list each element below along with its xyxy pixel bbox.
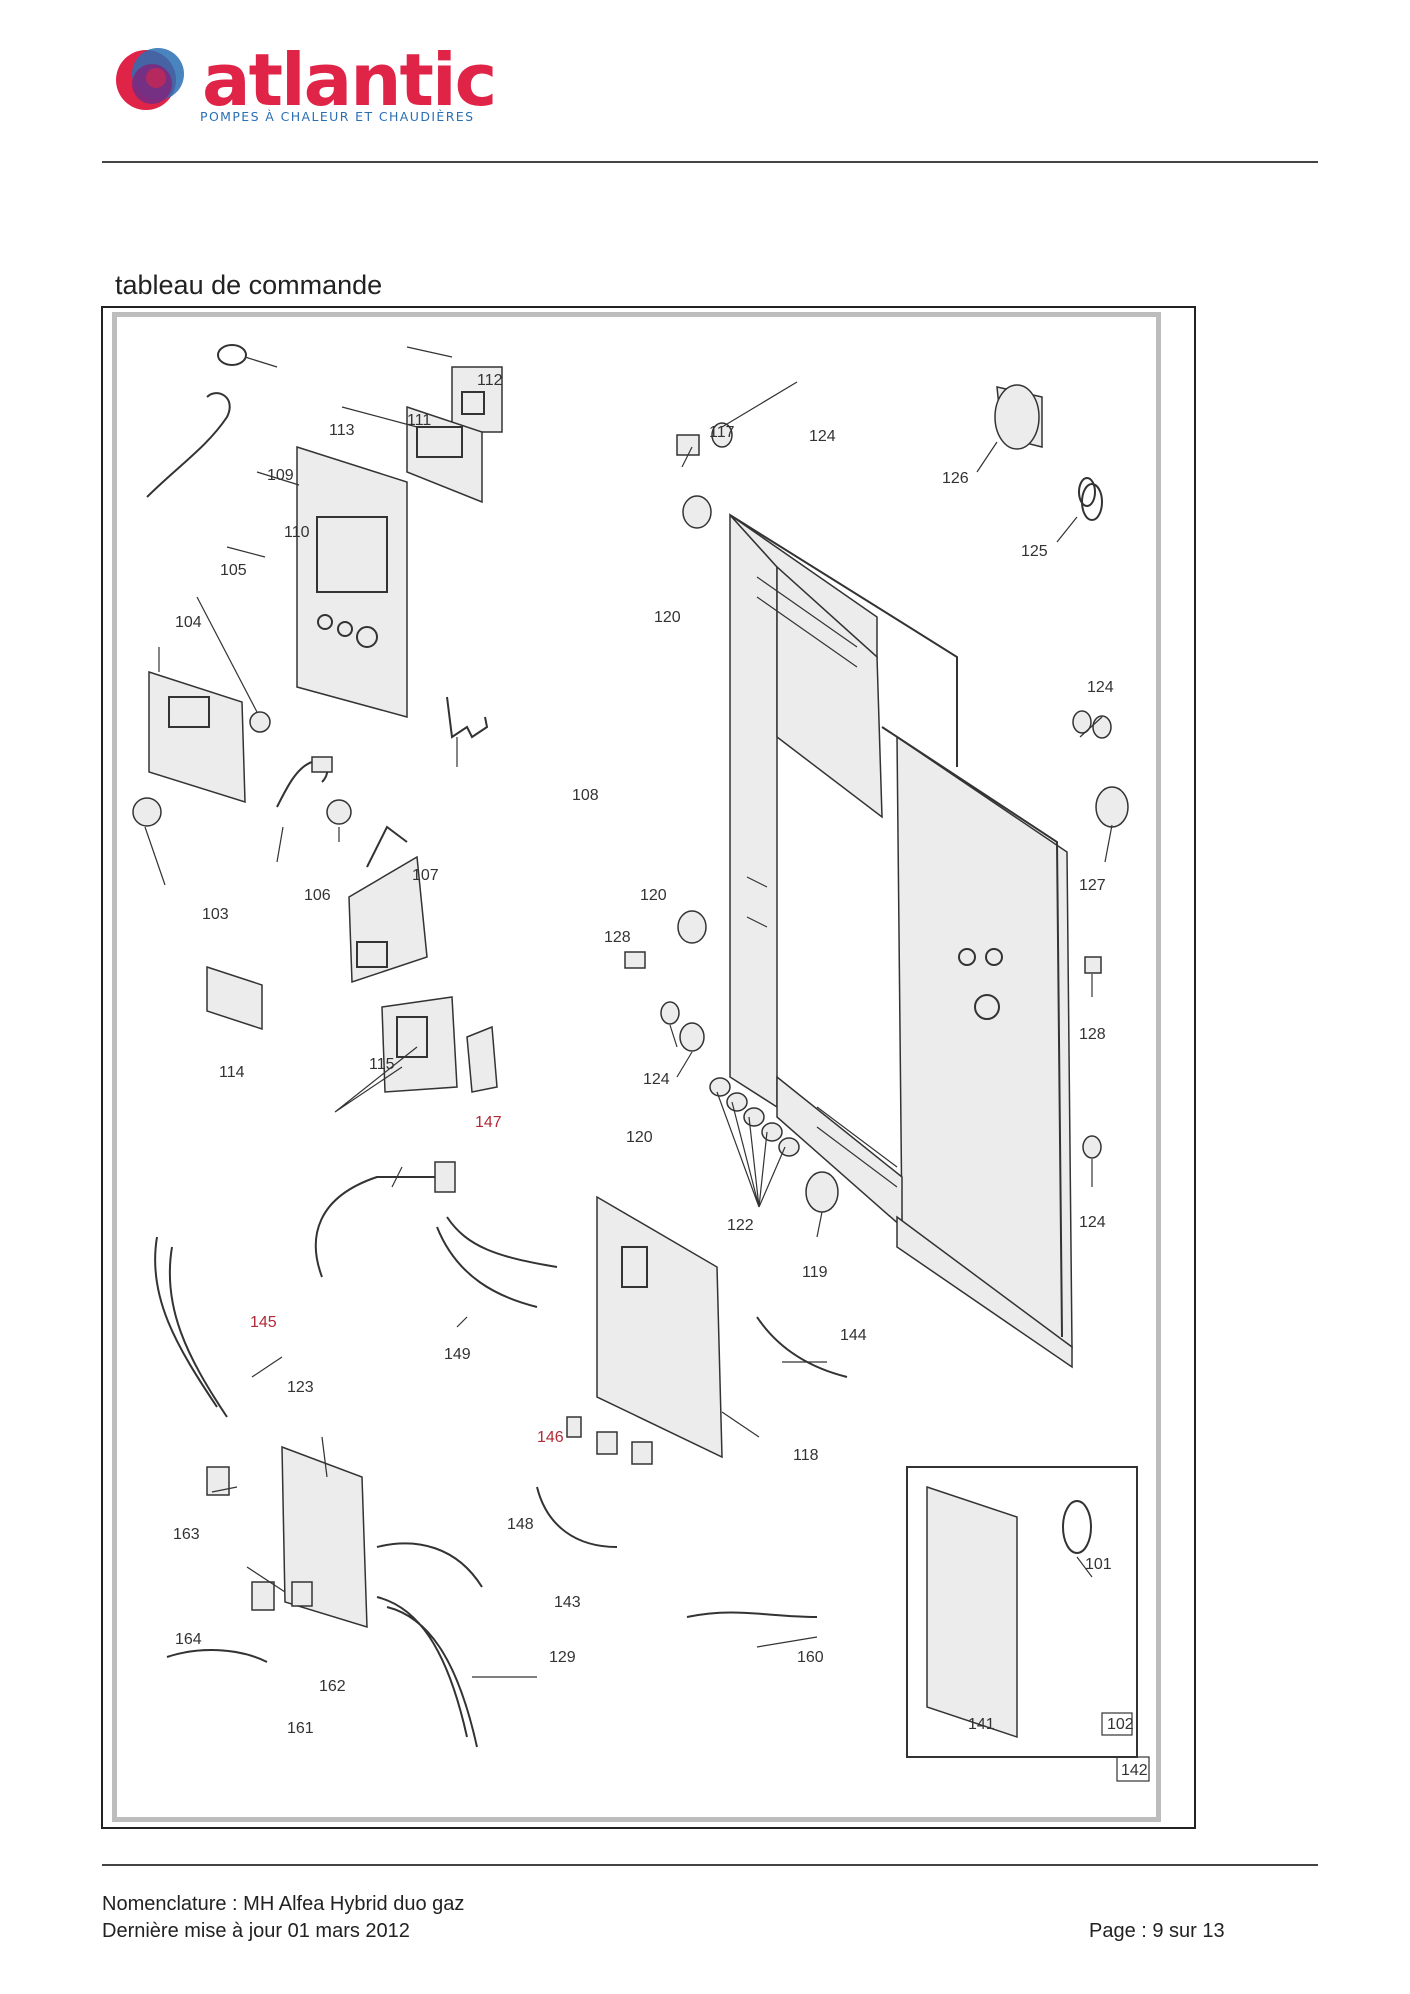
- label-161: 161: [287, 1720, 314, 1737]
- label-115: 115: [369, 1056, 395, 1073]
- part-111-display: [406, 405, 483, 504]
- label-120c: 120: [626, 1129, 653, 1146]
- part-147-harness: [314, 1161, 456, 1278]
- label-110: 110: [284, 524, 310, 541]
- section-title: tableau de commande: [115, 270, 383, 300]
- label-123: 123: [287, 1379, 314, 1396]
- label-148: 148: [507, 1516, 534, 1533]
- label-160: 160: [797, 1649, 824, 1666]
- label-149: 149: [444, 1346, 471, 1363]
- part-126-cover: [994, 384, 1043, 450]
- label-122: 122: [727, 1217, 754, 1234]
- part-161-cable: [166, 1649, 268, 1663]
- part-143-harness: [376, 1542, 483, 1588]
- label-124d: 124: [1079, 1214, 1106, 1231]
- label-128a: 128: [604, 929, 631, 946]
- part-107-knob: [326, 799, 352, 825]
- part-102-board-inset: [906, 1466, 1138, 1758]
- exploded-parts-diagram: 112 113 111 109 110 105 104 108 106 107 …: [132, 344, 1150, 1782]
- label-124a: 124: [809, 428, 836, 445]
- label-120a: 120: [640, 887, 667, 904]
- leader-lines: [144, 346, 1113, 1678]
- label-126: 126: [942, 470, 969, 487]
- part-120-glands: [677, 495, 712, 1052]
- label-104: 104: [175, 614, 202, 631]
- part-128-clips: [624, 951, 1102, 974]
- diagram-inner-frame: [112, 312, 1161, 1822]
- part-labels: 112 113 111 109 110 105 104 108 106 107 …: [173, 372, 1150, 1782]
- label-101: 101: [1085, 1556, 1112, 1573]
- label-111: 111: [407, 412, 431, 429]
- label-162: 162: [319, 1678, 346, 1695]
- part-124-grommets: [660, 422, 1112, 1159]
- part-113-cable: [217, 344, 278, 368]
- label-163: 163: [173, 1526, 200, 1543]
- part-106-sensor: [276, 756, 333, 808]
- label-114: 114: [219, 1064, 245, 1081]
- label-125: 125: [1021, 543, 1048, 560]
- part-105-knob: [249, 711, 271, 733]
- label-103: 103: [202, 906, 229, 923]
- label-112: 112: [477, 372, 503, 389]
- label-124c: 124: [643, 1071, 670, 1088]
- part-114-terminal-block: [206, 965, 263, 1031]
- part-115-relay-boxes: [348, 825, 498, 1093]
- footer-last-updated: Dernière mise à jour 01 mars 2012: [102, 1920, 410, 1942]
- part-145-harness: [154, 1236, 228, 1418]
- part-118-main-board: [596, 1195, 723, 1459]
- label-145: 145: [250, 1314, 277, 1331]
- label-146: 146: [537, 1429, 564, 1446]
- logo-wordmark: atlantic: [202, 38, 497, 122]
- label-143: 143: [554, 1594, 581, 1611]
- label-120b: 120: [654, 609, 681, 626]
- part-162-connector: [291, 1581, 313, 1607]
- label-102: 102: [1107, 1716, 1134, 1733]
- label-124b: 124: [1087, 679, 1114, 696]
- label-144: 144: [840, 1327, 867, 1344]
- logo-tagline: POMPES À CHALEUR ET CHAUDIÈRES: [200, 109, 475, 124]
- label-108: 108: [572, 787, 599, 804]
- footer-page-number: Page : 9 sur 13: [1089, 1920, 1225, 1942]
- logo-mark-icon: [116, 48, 184, 110]
- label-141: 141: [968, 1716, 995, 1733]
- part-148-cable: [536, 1486, 618, 1548]
- label-164: 164: [175, 1631, 202, 1648]
- part-164-connector: [251, 1581, 275, 1611]
- diagram-frame: [101, 306, 1196, 1829]
- part-112-board: [451, 366, 503, 433]
- label-128b: 128: [1079, 1026, 1106, 1043]
- part-146-connectors: [566, 1416, 653, 1465]
- label-147: 147: [475, 1114, 502, 1131]
- label-107: 107: [412, 867, 439, 884]
- footer-divider: [102, 1864, 1318, 1866]
- footer-nomenclature: Nomenclature : MH Alfea Hybrid duo gaz: [102, 1893, 465, 1915]
- label-113: 113: [329, 422, 355, 439]
- part-125-coil: [1078, 477, 1103, 521]
- part-163-connector: [206, 1466, 230, 1496]
- part-110-front-panel: [296, 445, 408, 718]
- label-109: 109: [267, 467, 294, 484]
- part-127-ring: [1095, 786, 1129, 828]
- part-129-harness: [376, 1596, 478, 1748]
- part-108-bracket: [446, 696, 489, 739]
- label-105: 105: [220, 562, 247, 579]
- cabinet-chassis: [729, 513, 1073, 1369]
- label-117: 117: [709, 424, 735, 441]
- label-142: 142: [1121, 1762, 1148, 1779]
- label-119: 119: [802, 1264, 828, 1281]
- label-106: 106: [304, 887, 331, 904]
- part-103-potentiometer: [132, 797, 162, 827]
- part-109-harness: [146, 392, 231, 498]
- header-divider: [102, 161, 1318, 163]
- part-160-cable: [686, 1611, 818, 1618]
- part-119-gland: [805, 1171, 839, 1213]
- part-144-harness: [756, 1316, 848, 1378]
- part-104-controller: [148, 670, 246, 804]
- brand-logo: atlantic POMPES À CHALEUR ET CHAUDIÈRES: [112, 36, 497, 131]
- part-149-harness: [436, 1216, 558, 1308]
- label-127: 127: [1079, 877, 1106, 894]
- label-118: 118: [793, 1447, 819, 1464]
- label-129: 129: [549, 1649, 576, 1666]
- part-117-cap: [676, 434, 700, 456]
